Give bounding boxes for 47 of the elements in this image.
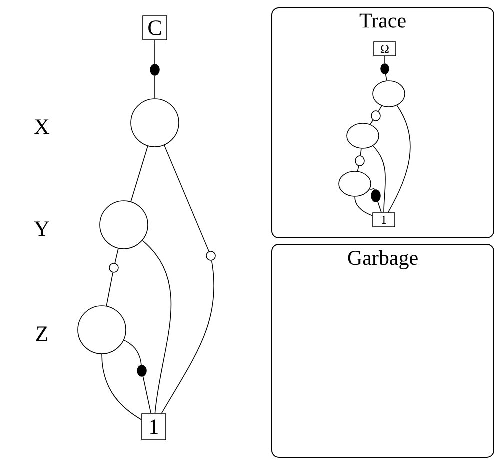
ring [206, 251, 216, 261]
panel-title: Garbage [348, 250, 418, 270]
connector [370, 120, 374, 125]
dot [137, 365, 147, 377]
connector [384, 56, 386, 64]
label-box: C [142, 16, 168, 40]
dot [150, 64, 160, 76]
connector [372, 146, 386, 213]
label-box: Ω [374, 42, 396, 56]
panel-title: Trace [360, 14, 406, 28]
ellipse [346, 123, 380, 149]
connector [360, 148, 362, 156]
circle [130, 98, 180, 148]
connector [124, 340, 142, 366]
connector [114, 248, 119, 264]
row-label: Z [36, 326, 48, 342]
connector [142, 240, 172, 414]
ring [355, 156, 365, 166]
label-box: 1 [142, 414, 166, 440]
connector [388, 105, 411, 213]
ellipse [338, 171, 372, 197]
dot [371, 190, 381, 202]
dot [380, 64, 390, 74]
ellipse [372, 80, 406, 108]
circle [78, 306, 126, 354]
connector [106, 272, 114, 306]
ring [371, 110, 381, 122]
connector [370, 188, 376, 190]
connector [154, 76, 156, 99]
connector [130, 146, 148, 202]
row-label: Y [34, 222, 50, 236]
connector [102, 354, 142, 420]
panel [272, 8, 494, 238]
connector [378, 201, 382, 213]
label-box: 1 [372, 212, 396, 228]
connector [142, 376, 152, 414]
connector [161, 260, 214, 414]
connector [385, 74, 388, 82]
ring [109, 263, 119, 273]
circle [100, 200, 148, 250]
connector [154, 40, 156, 64]
connector [378, 106, 382, 112]
panel [272, 244, 494, 458]
connector [164, 145, 210, 252]
row-label: X [34, 120, 50, 134]
connector [357, 166, 360, 172]
connector [354, 196, 373, 216]
